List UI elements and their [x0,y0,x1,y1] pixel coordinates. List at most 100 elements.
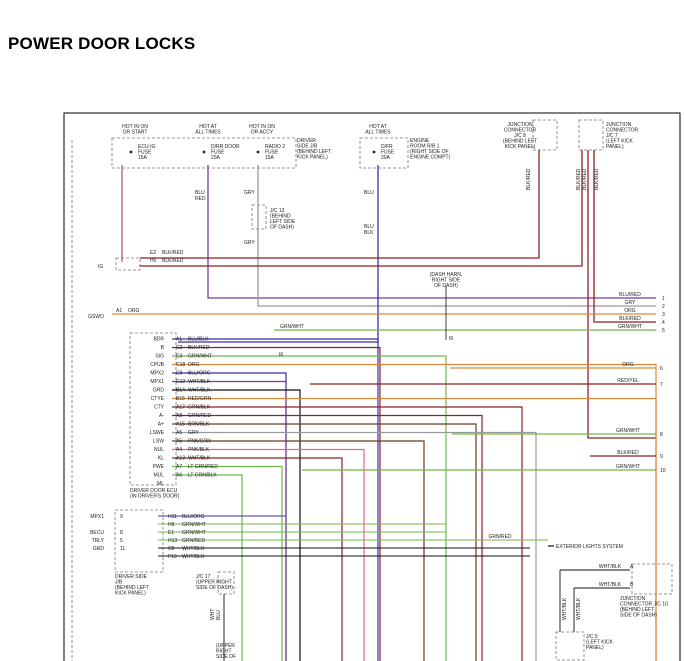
ecu-pin-number: A7 [176,464,182,470]
ecu-pin-number: A4 [176,447,182,453]
ecu-pin-name: CPUB [150,362,165,368]
junction-jc7-box [578,119,604,151]
fuse-label: FUSE [381,150,395,156]
jc5-label: (LEFT KICK [586,640,614,646]
wht-blu-label: WHT [210,609,216,620]
ecu-pin-number: A13 [176,456,185,462]
diagram-frame [63,112,681,661]
driver-jb-label: SIDE J/B [297,144,318,150]
ecu-wire-code: BLU/ORG [188,371,211,377]
ecu-wire [172,338,379,661]
ecu-wire [172,474,243,661]
ecu-wire-code: BLK/RED [188,345,210,351]
wire-jc7a [140,150,583,267]
ecu-pin-name: BDR [153,337,164,343]
wht-blk-vert: WHT/BLK [576,597,582,620]
jc7-label: PANEL) [606,144,624,150]
fuse-header: ALL TIMES [365,130,391,136]
driver-jb-label: KICK PANEL) [297,155,328,161]
ecu-wire-code: LT GRN/BLK [188,473,217,479]
ecu-wire [172,448,365,661]
wire-end-num: 3 [662,312,665,318]
wire-jc7b [587,150,656,439]
right-wire-num: 8 [660,432,663,438]
jc10-box [631,563,673,595]
wire-end-num: 1 [662,296,665,302]
ecu-pin-name: A+ [158,422,164,428]
ecu-pin-number: A5 [176,430,182,436]
gswo-label: GSWO [88,314,104,320]
jc10-label: (BEHIND LEFT [620,607,654,613]
wire-code: ORG [128,308,140,314]
fuse-label: FUSE [211,150,225,156]
fuse-label: 15A [138,155,148,161]
wire-jc8 [140,150,540,259]
ecu-pin-name: A- [159,413,164,419]
ecu-wire [172,397,657,661]
ecu-pin-name: PWE [153,464,165,470]
dsjb-wire-pin: C8 [168,546,175,552]
engine-rb-box [359,137,409,169]
dsjb-pin-name: TRLY [92,538,105,544]
exterior-lights-label: EXTERIOR LIGHTS SYSTEM [556,544,623,550]
ecu-pin-name: B [161,345,165,351]
dsjb-wire-code: GRN/RED [182,538,205,544]
ecu-pin-number: A5 [176,439,182,445]
engine-rb-label: ROOM R/B 1 [410,144,440,150]
ecu-pin-name: CTY [154,405,165,411]
ecu-wire-code: ORG [188,362,200,368]
fuse-header: HOT IN ON [122,124,148,130]
right-wire-num: 10 [660,468,666,474]
ecu-pin-number: A1 [176,337,182,343]
jc7-label: JUNCTION [606,122,632,128]
jc-wire-code: BLK/RED [582,168,588,190]
jc7-label: (LEFT KICK [606,139,634,145]
ecu-pin-number: C18 [176,362,185,368]
ecu-pin-name: ML [157,481,164,487]
dsjb-wire-code: GRN/WHT [182,522,206,528]
jc8-label: CONNECTOR [504,128,537,134]
driver-jb-label: (BEHIND LEFT [297,149,331,155]
dash-harn-label: RIGHT SIDE [432,278,461,284]
ecu-wire-code: BRN/BLK [188,422,210,428]
junction-jc8-box [532,119,558,151]
engine-rb-label: ENGINE COMPT) [410,155,451,161]
jc13-box [251,204,267,230]
fuse-icon [372,150,376,154]
jc13-label: LEFT SIDE [270,219,296,225]
wire-drr [207,165,656,299]
fuse-label: 15A [265,155,275,161]
ecu-wire [172,414,483,661]
jc8-label: (BEHIND LEFT [503,139,537,145]
pin-b: B [630,582,634,588]
wire-pin: E2 [150,250,156,256]
ecu-pin-number: C12 [176,379,185,385]
ig-box [115,257,141,271]
right-wire-code: ORG [622,362,634,368]
jc13-label: J/C 13 [270,208,285,214]
fuse-icon [129,150,133,154]
ecu-wire [172,389,301,661]
ecu-pin-number: A15 [176,422,185,428]
dsjb-pin-name: GRD [93,546,105,552]
engine-rb-label: ENGINE [410,138,430,144]
ecu-wire-code: GRN/WHT [188,354,212,360]
ecu-pin-number: B14 [176,388,185,394]
fuse-label: D/FR [381,144,393,150]
wht-blu-label: BLU [216,610,222,620]
right-wire-num: 7 [660,382,663,388]
ecu-wire [172,440,425,661]
wire-code: GRY [244,190,255,196]
dsjb-pin-number: 9 [120,514,123,520]
dsjb-title: DRIVER SIDE [115,574,148,580]
driver-jb-label: DRIVER [297,138,316,144]
ecu-wire-code: BLU/BLK [188,337,209,343]
ecu-pin-number: B15 [176,396,185,402]
fuse-header: HOT AT [369,124,387,130]
ecu-pin-number: A8 [176,413,182,419]
ecu-pin-name: KL [158,456,164,462]
fuse-header: HOT IN ON [249,124,275,130]
fuse-header: ALL TIMES [195,130,221,136]
wire-jc7c [593,150,656,323]
ecu-wire [172,363,657,661]
